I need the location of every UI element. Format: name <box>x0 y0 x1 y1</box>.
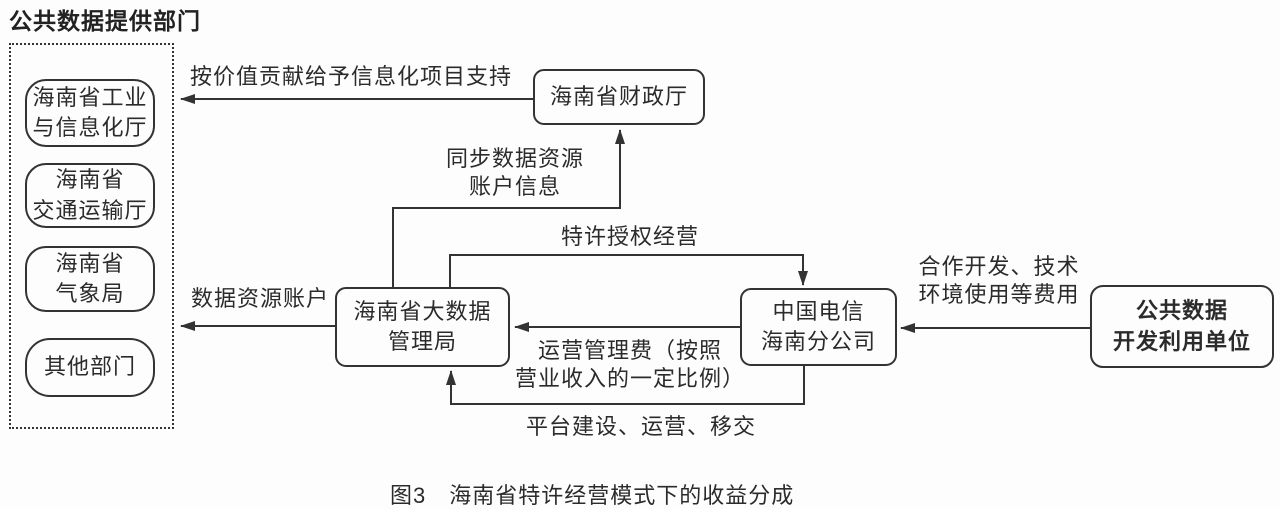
department-transport: 海南省 交通运输厅 <box>25 163 155 228</box>
edge-label-platform: 平台建设、运营、移交 <box>525 414 756 439</box>
bigdata-node: 海南省大数据 管理局 <box>335 287 510 367</box>
edge-label-sync: 同步数据资源 账户信息 <box>445 146 584 199</box>
department-meteorology: 海南省 气象局 <box>25 246 155 312</box>
department-other: 其他部门 <box>25 338 155 397</box>
provider-section-title: 公共数据提供部门 <box>9 8 201 34</box>
edge-label-coop: 合作开发、技术 环境使用等费用 <box>918 254 1080 307</box>
department-industry-it: 海南省工业 与信息化厅 <box>25 79 155 147</box>
developer-node: 公共数据 开发利用单位 <box>1090 285 1274 368</box>
provider-group-box <box>9 43 174 429</box>
arrow-bigdata-to-telecom <box>449 254 808 288</box>
arrow-telecom-to-bigdata-platform <box>446 366 805 405</box>
edge-label-support: 按价值贡献给予信息化项目支持 <box>189 64 512 89</box>
telecom-node: 中国电信 海南分公司 <box>740 288 897 366</box>
finance-node: 海南省财政厅 <box>533 69 705 125</box>
edge-label-account: 数据资源账户 <box>190 286 329 311</box>
edge-label-franchise: 特许授权经营 <box>560 224 699 249</box>
figure-caption: 图3 海南省特许经营模式下的收益分成 <box>390 483 795 508</box>
arrow-bigdata-to-finance <box>392 129 625 288</box>
edge-label-fee: 运营管理费（按照 营业收入的一定比例） <box>514 338 745 391</box>
